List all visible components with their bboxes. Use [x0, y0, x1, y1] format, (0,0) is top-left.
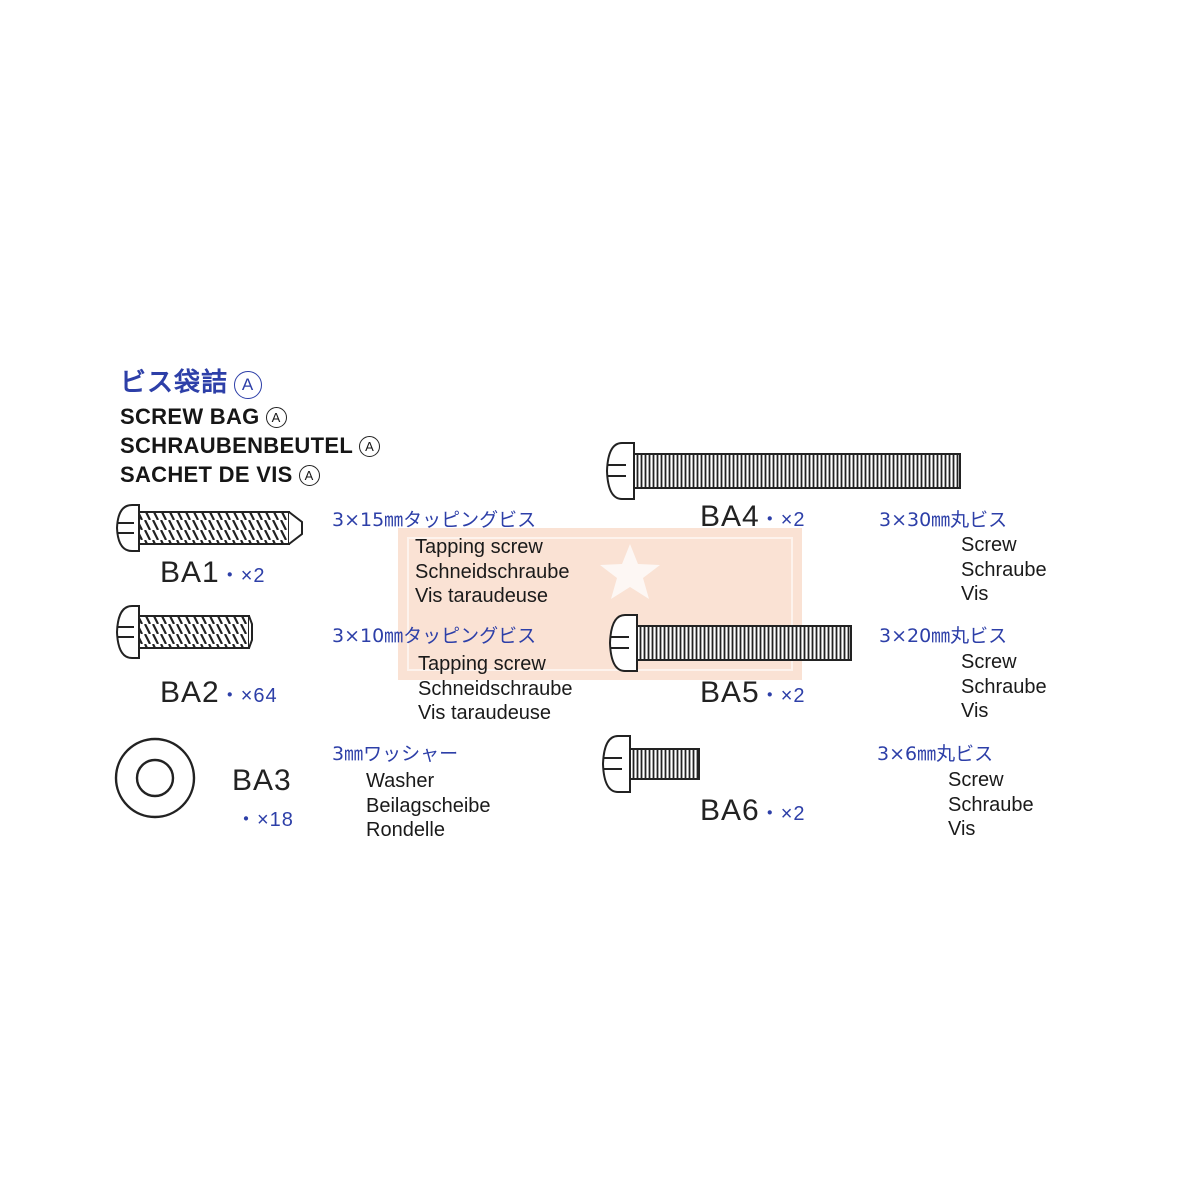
- name-en: Tapping screw: [418, 653, 546, 675]
- name-de: Schraube: [961, 558, 1047, 581]
- part-qty-ba6: ・×2: [759, 803, 806, 825]
- part-names-ba5: Screw Schraube Vis: [961, 650, 1047, 724]
- washer-icon: [114, 737, 196, 819]
- tapping-screw-10mm-icon: [115, 605, 253, 659]
- part-qty-ba3: ・×18: [236, 809, 294, 831]
- name-en: Screw: [961, 534, 1017, 556]
- machine-screw-30mm-icon: [605, 442, 961, 500]
- name-en: Washer: [366, 770, 435, 792]
- name-fr: Vis taraudeuse: [415, 585, 549, 607]
- part-code-ba1: BA1・×2: [160, 556, 266, 589]
- name-de: Schraube: [961, 675, 1047, 698]
- machine-screw-20mm-icon: [608, 614, 852, 672]
- name-de: Schneidschraube: [418, 677, 573, 700]
- name-fr: Vis: [961, 583, 989, 605]
- part-spec-ba3: 3㎜ワッシャー: [332, 743, 459, 765]
- name-en: Tapping screw: [415, 536, 543, 558]
- name-fr: Rondelle: [366, 819, 445, 841]
- bag-letter-badge: A: [298, 465, 320, 486]
- bag-letter-badge: A: [234, 371, 263, 399]
- part-names-ba4: Screw Schraube Vis: [961, 533, 1047, 607]
- part-code-ba6: BA6・×2: [700, 794, 806, 827]
- part-code-ba2: BA2・×64: [160, 676, 278, 709]
- part-qty-ba5: ・×2: [759, 685, 806, 707]
- name-en: Screw: [948, 769, 1004, 791]
- part-spec-ba4: 3×30㎜丸ビス: [879, 509, 1008, 531]
- part-spec-ba2: 3×10㎜タッピングビス: [332, 625, 537, 647]
- part-code-ba3: BA3: [232, 764, 292, 797]
- name-en: Screw: [961, 651, 1017, 673]
- part-spec-ba6: 3×6㎜丸ビス: [877, 743, 994, 765]
- watermark-logo: [398, 528, 802, 680]
- machine-screw-6mm-icon: [601, 735, 700, 793]
- part-names-ba2: Tapping screw Schneidschraube Vis taraud…: [418, 652, 573, 726]
- part-names-ba6: Screw Schraube Vis: [948, 768, 1034, 842]
- part-names-ba3: Washer Beilagscheibe Rondelle: [366, 769, 491, 843]
- part-qty-ba4: ・×2: [759, 509, 806, 531]
- name-de: Schraube: [948, 793, 1034, 816]
- name-de: Schneidschraube: [415, 560, 570, 583]
- part-names-ba1: Tapping screw Schneidschraube Vis taraud…: [415, 535, 570, 609]
- part-spec-ba5: 3×20㎜丸ビス: [879, 625, 1008, 647]
- name-fr: Vis taraudeuse: [418, 702, 552, 724]
- part-spec-ba1: 3×15㎜タッピングビス: [332, 509, 537, 531]
- tapping-screw-15mm-icon: [115, 504, 303, 552]
- bag-letter-badge: A: [265, 407, 287, 428]
- part-qty-ba1: ・×2: [219, 565, 266, 587]
- name-fr: Vis: [948, 818, 976, 840]
- bag-letter-badge: A: [359, 436, 381, 457]
- part-code-ba4: BA4・×2: [700, 500, 806, 533]
- part-qty-ba2: ・×64: [219, 685, 278, 707]
- name-de: Beilagscheibe: [366, 794, 491, 817]
- name-fr: Vis: [961, 700, 989, 722]
- part-code-ba5: BA5・×2: [700, 676, 806, 709]
